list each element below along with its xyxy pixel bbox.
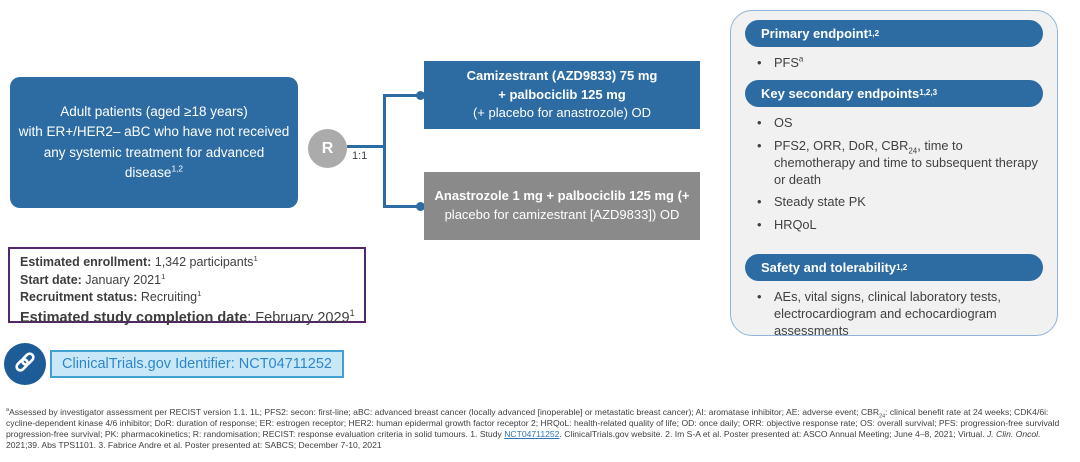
recruitment-status-value: Recruiting — [137, 290, 198, 304]
clinicaltrials-identifier-text: ClinicalTrials.gov Identifier: NCT047112… — [62, 356, 332, 372]
pfs-text: PFS — [774, 55, 799, 70]
link-icon-badge — [4, 343, 46, 385]
patient-line-1: Adult patients (aged ≥18 years) — [60, 104, 248, 119]
footnote-part-1: Assessed by investigator assessment per … — [8, 407, 880, 417]
secondary-endpoints-list: OS PFS2, ORR, DoR, CBR24, time to chemot… — [745, 114, 1043, 234]
patient-line-4-sup: 1,2 — [171, 163, 184, 174]
connector-top-arm-line — [383, 94, 419, 97]
safety-tolerability-list: AEs, vital signs, clinical laboratory te… — [745, 288, 1043, 340]
patient-population-text: Adult patients (aged ≥18 years) with ER+… — [19, 102, 290, 183]
secondary-endpoint-item-pk: Steady state PK — [757, 193, 1041, 211]
connector-branch-line — [383, 94, 386, 208]
footnote-cbr24-subscript: 24 — [879, 413, 886, 420]
pfs-footnote-ref: a — [798, 54, 804, 64]
patient-line-4: disease1,2 — [19, 163, 290, 183]
primary-endpoint-item: PFSa — [757, 54, 1041, 72]
enrollment-row: Estimated enrollment: 1,342 participants… — [20, 254, 358, 272]
camizestrant-arm-line-2: + palbociclib 125 mg — [498, 86, 626, 102]
camizestrant-arm-line-3: (+ placebo for anastrozole) OD — [472, 105, 652, 121]
recruitment-status-row: Recruitment status: Recruiting1 — [20, 289, 358, 307]
connector-main-line — [347, 145, 385, 148]
clinicaltrials-identifier-box[interactable]: ClinicalTrials.gov Identifier: NCT047112… — [50, 350, 344, 378]
enrollment-ref: 1 — [253, 253, 258, 263]
camizestrant-arm-box: Camizestrant (AZD9833) 75 mg + palbocicl… — [424, 61, 700, 129]
patient-line-4-text: disease — [124, 164, 172, 180]
anastrozole-arm-line-2: placebo for camizestrant [AZD9833]) OD — [444, 207, 680, 222]
anastrozole-arm-box: Anastrozole 1 mg + palbociclib 125 mg (+… — [424, 172, 700, 240]
secondary-endpoint-item-os: OS — [757, 114, 1041, 132]
connector-bottom-dot — [416, 202, 425, 211]
enrollment-label: Estimated enrollment: — [20, 255, 152, 269]
camizestrant-arm-line-1: Camizestrant (AZD9833) 75 mg — [466, 67, 658, 83]
footnote-abbreviations-references: aAssessed by investigator assessment per… — [6, 407, 1072, 451]
patient-line-2: with ER+/HER2– aBC who have not received — [18, 124, 290, 140]
safety-tolerability-item: AEs, vital signs, clinical laboratory te… — [757, 288, 1041, 340]
footnote-part-2: : clinical benefit rate at 24 weeks; CDK… — [6, 407, 1060, 439]
recruitment-status-label: Recruitment status: — [20, 290, 138, 304]
pfs2-text-pre: PFS2, ORR, DoR, CBR — [774, 137, 909, 153]
randomization-label: R — [321, 139, 334, 157]
randomization-ratio: 1:1 — [352, 150, 368, 162]
completion-date-row: Estimated study completion date: Februar… — [20, 308, 358, 328]
start-date-ref: 1 — [161, 271, 166, 281]
secondary-endpoints-title: Key secondary endpoints — [761, 85, 920, 101]
journal-name-italic: J. Clin. Oncol. — [986, 429, 1041, 439]
completion-date-value: : February 2029 — [247, 309, 350, 326]
pfs2-text-post: , time to chemotherapy and time to subse… — [774, 137, 1038, 187]
nct-identifier-link[interactable]: NCT04711252 — [504, 429, 560, 439]
start-date-row: Start date: January 20211 — [20, 272, 358, 290]
enrollment-value: 1,342 participants — [151, 255, 254, 269]
footnote-part-4: 2021;39. Abs TPS1101. 3. Fabrice Andre e… — [6, 440, 382, 450]
start-date-value: January 2021 — [81, 272, 162, 287]
patient-population-box: Adult patients (aged ≥18 years) with ER+… — [10, 77, 298, 208]
primary-endpoint-list: PFSa — [745, 54, 1043, 72]
patient-line-3: any systemic treatment for advanced — [43, 144, 265, 160]
completion-date-ref: 1 — [349, 307, 355, 318]
connector-bottom-arm-line — [383, 205, 419, 208]
recruitment-status-ref: 1 — [197, 288, 202, 298]
primary-endpoint-title: Primary endpoint — [761, 26, 868, 41]
completion-date-label: Estimated study completion date — [20, 309, 248, 326]
secondary-endpoint-item-hrqol: HRQoL — [757, 216, 1041, 234]
enrollment-info-box: Estimated enrollment: 1,342 participants… — [8, 247, 366, 326]
cbr24-subscript: 24 — [908, 146, 918, 156]
start-date-label: Start date: — [20, 272, 82, 287]
randomization-node: R — [308, 129, 347, 168]
footnote-superscript-a: a — [6, 407, 9, 414]
anastrozole-arm-line-1: Anastrozole 1 mg + palbociclib 125 mg (+ — [434, 188, 690, 204]
link-icon — [12, 349, 38, 380]
safety-tolerability-title: Safety and tolerability — [761, 260, 897, 276]
footnote-part-3: . ClinicalTrials.gov website. 2. Im S-A … — [559, 429, 987, 439]
secondary-endpoint-item-pfs2: PFS2, ORR, DoR, CBR24, time to chemother… — [757, 137, 1041, 189]
connector-top-dot — [416, 91, 425, 100]
